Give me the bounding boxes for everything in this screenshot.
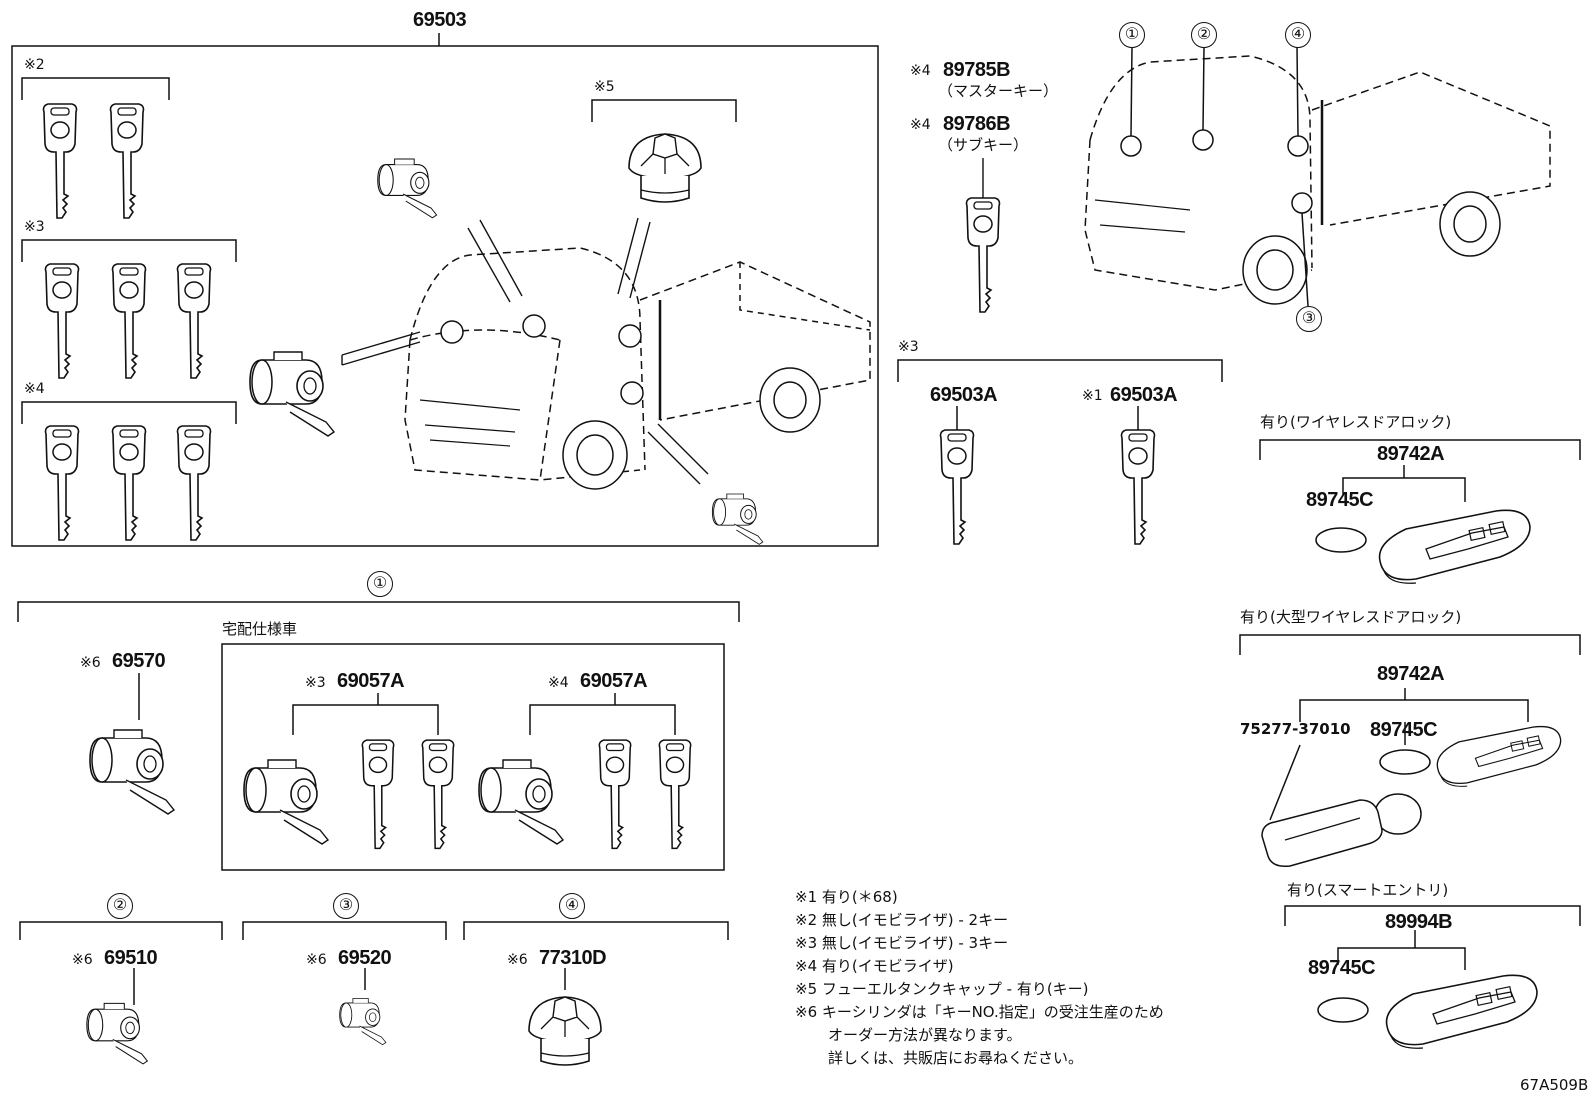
note-3: ※3 無し(イモビライザ) - 3キー bbox=[795, 934, 1009, 952]
smart-fob-icon bbox=[1385, 974, 1538, 1050]
truck-drawing-assembly bbox=[341, 217, 871, 490]
key-group-right-part-number: 69503A bbox=[1110, 384, 1178, 406]
large-wireless-battery-part-number: 89745C bbox=[1370, 719, 1438, 741]
assembly-frame bbox=[11, 33, 879, 547]
assembly-part-icons bbox=[249, 133, 764, 545]
lower-sections-frame bbox=[19, 921, 729, 1005]
callout-2: ② bbox=[1191, 22, 1217, 48]
delivery-key-icon bbox=[421, 739, 455, 850]
master-key-caption: （マスターキー） bbox=[938, 82, 1059, 100]
smart-entry-part-number: 89994B bbox=[1385, 911, 1453, 933]
key-69503a-icon bbox=[939, 429, 975, 545]
section-1-cylinder-part-number: 69570 bbox=[112, 650, 166, 672]
figure-code: 67A509B bbox=[1520, 1076, 1589, 1094]
set-b-part-number: 69057A bbox=[580, 670, 648, 692]
large-wireless-part-number: 89742A bbox=[1377, 663, 1445, 685]
key-group-right-mark: ※1 bbox=[1082, 388, 1103, 404]
note-2: ※2 無し(イモビライザ) - 2キー bbox=[795, 911, 1009, 929]
smart-entry-battery-part-number: 89745C bbox=[1308, 957, 1376, 979]
master-key-part-number: 89785B bbox=[943, 59, 1011, 81]
delivery-key-icon bbox=[658, 739, 692, 850]
note-5: ※5 フューエルタンクキャップ - 有り(キー) bbox=[795, 980, 1089, 998]
delivery-cylinder-icon bbox=[243, 759, 329, 845]
mark-3: ※3 bbox=[24, 219, 45, 235]
note-6: ※6 キーシリンダは「キーNO.指定」の受注生産のため bbox=[795, 1003, 1164, 1021]
key-tag-part-number: 75277-37010 bbox=[1240, 720, 1351, 738]
battery-icon bbox=[1379, 749, 1431, 775]
assembly-key-icons bbox=[42, 103, 212, 541]
delivery-spec-label: 宅配仕様車 bbox=[222, 620, 298, 638]
note-6-continued-2: 詳しくは、共販店にお尋ねください。 bbox=[828, 1049, 1084, 1067]
key-group-mark: ※3 bbox=[898, 339, 919, 355]
delivery-key-icon bbox=[361, 739, 395, 850]
wireless-battery-part-number: 89745C bbox=[1306, 489, 1374, 511]
callout-3: ③ bbox=[1296, 306, 1322, 332]
large-wireless-label: 有り(大型ワイヤレスドアロック) bbox=[1240, 608, 1462, 626]
note-6-continued: オーダー方法が異なります。 bbox=[828, 1026, 1022, 1044]
ignition-cylinder-icon bbox=[89, 729, 175, 815]
large-wireless-frame bbox=[1239, 634, 1581, 821]
section-4-part-number: 77310D bbox=[539, 947, 607, 969]
rear-cylinder-icon bbox=[339, 998, 387, 1046]
sub-key-mark: ※4 bbox=[910, 117, 931, 133]
smart-entry-frame bbox=[1284, 905, 1581, 970]
section-3-part-number: 69520 bbox=[338, 947, 392, 969]
mark-5: ※5 bbox=[594, 79, 615, 95]
delivery-key-icon bbox=[598, 739, 632, 850]
smart-entry-label: 有り(スマートエントリ) bbox=[1287, 881, 1449, 899]
wireless-frame bbox=[1259, 439, 1581, 502]
large-wireless-fob-icon bbox=[1436, 725, 1562, 788]
section-1-callout: ① bbox=[367, 571, 393, 597]
section-4-callout: ④ bbox=[559, 893, 585, 919]
delivery-cylinder-icon bbox=[478, 759, 564, 845]
wireless-label: 有り(ワイヤレスドアロック) bbox=[1260, 413, 1452, 431]
set-a-part-number: 69057A bbox=[337, 670, 405, 692]
door-cylinder-icon bbox=[86, 1002, 148, 1065]
sub-key-caption: （サブキー） bbox=[938, 136, 1029, 154]
truck-drawing-reference bbox=[1084, 46, 1551, 307]
key-tag-icon bbox=[1261, 793, 1422, 868]
master-key-icon bbox=[965, 197, 1001, 313]
fuel-cap-icon bbox=[528, 996, 602, 1066]
key-69503a-immobilizer-icon bbox=[1120, 429, 1156, 545]
section-2-mark: ※6 bbox=[72, 952, 93, 968]
section-3-mark: ※6 bbox=[306, 952, 327, 968]
set-b-mark: ※4 bbox=[548, 675, 569, 691]
section-4-mark: ※6 bbox=[507, 952, 528, 968]
section-2-callout: ② bbox=[107, 893, 133, 919]
section-2-part-number: 69510 bbox=[104, 947, 158, 969]
callout-1: ① bbox=[1119, 22, 1145, 48]
section-3-callout: ③ bbox=[333, 893, 359, 919]
set-a-mark: ※3 bbox=[305, 675, 326, 691]
battery-icon bbox=[1315, 527, 1367, 553]
section-1-frame bbox=[17, 601, 740, 871]
mark-2: ※2 bbox=[24, 57, 45, 73]
battery-icon bbox=[1317, 997, 1369, 1023]
callout-4: ④ bbox=[1285, 22, 1311, 48]
wireless-part-number: 89742A bbox=[1377, 443, 1445, 465]
section-1-cylinder-mark: ※6 bbox=[80, 655, 101, 671]
note-1: ※1 有り(＊68) bbox=[795, 888, 898, 906]
key-group-left-part-number: 69503A bbox=[930, 384, 998, 406]
master-key-mark: ※4 bbox=[910, 63, 931, 79]
mark-4: ※4 bbox=[24, 381, 45, 397]
assembly-part-number: 69503 bbox=[413, 9, 467, 31]
wireless-fob-icon bbox=[1378, 509, 1531, 585]
note-4: ※4 有り(イモビライザ) bbox=[795, 957, 954, 975]
sub-key-part-number: 89786B bbox=[943, 113, 1011, 135]
